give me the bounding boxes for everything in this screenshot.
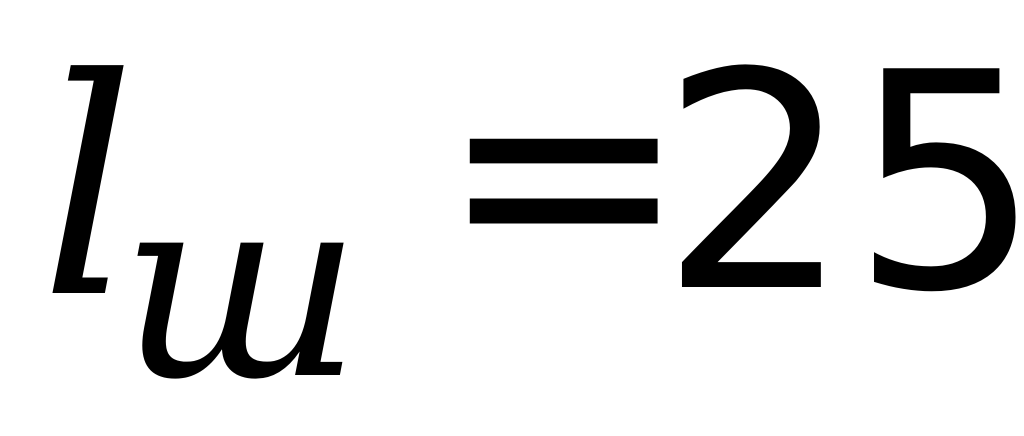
formula-subscript: ш: [120, 139, 362, 436]
formula-variable: l: [40, 15, 136, 364]
formula: l ш = 25: [40, 0, 1024, 436]
formula-operator: =: [438, 0, 690, 346]
formula-value: 25: [660, 9, 1024, 358]
